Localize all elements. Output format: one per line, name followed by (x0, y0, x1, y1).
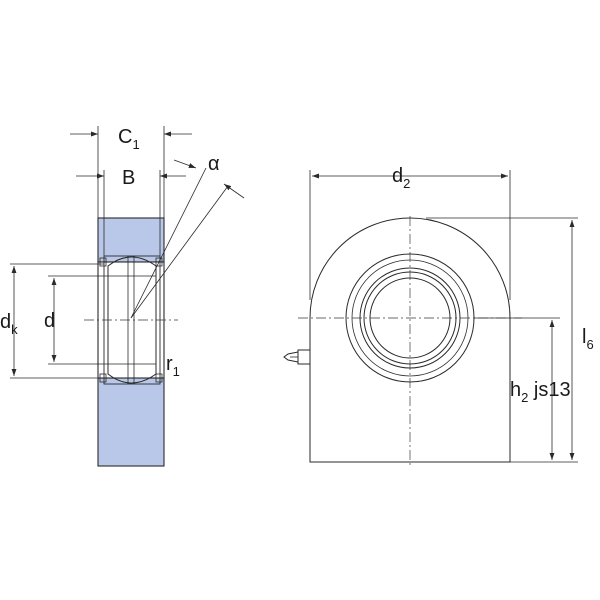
front-view: d2 l6 h2 js13 (283, 165, 594, 468)
r1-label: r1 (166, 353, 180, 379)
alpha-arrow-1 (173, 159, 197, 169)
b-label: B (122, 167, 135, 189)
d-label: d (44, 310, 55, 332)
alpha-label: α (208, 153, 220, 175)
dk-label: dk (0, 311, 18, 337)
seal-top-right (155, 257, 163, 267)
l6-label: l6 (582, 326, 594, 352)
housing-section-bottom (97, 377, 165, 467)
alpha-line-1 (130, 167, 207, 319)
side-section-view: C1 B α dk d r1 (0, 126, 245, 467)
alpha-line-2 (130, 185, 229, 319)
h2-label: h2 js13 (510, 379, 571, 405)
seal-bottom-right (155, 373, 163, 383)
grease-nipple-icon (283, 349, 311, 365)
housing-section-top (97, 217, 165, 263)
alpha-arrow-2 (223, 183, 245, 199)
housing-outline (309, 217, 511, 463)
bore-lines (108, 275, 156, 365)
seal-top-left (99, 257, 107, 267)
c1-label: C1 (118, 126, 140, 152)
d2-label: d2 (392, 165, 410, 191)
